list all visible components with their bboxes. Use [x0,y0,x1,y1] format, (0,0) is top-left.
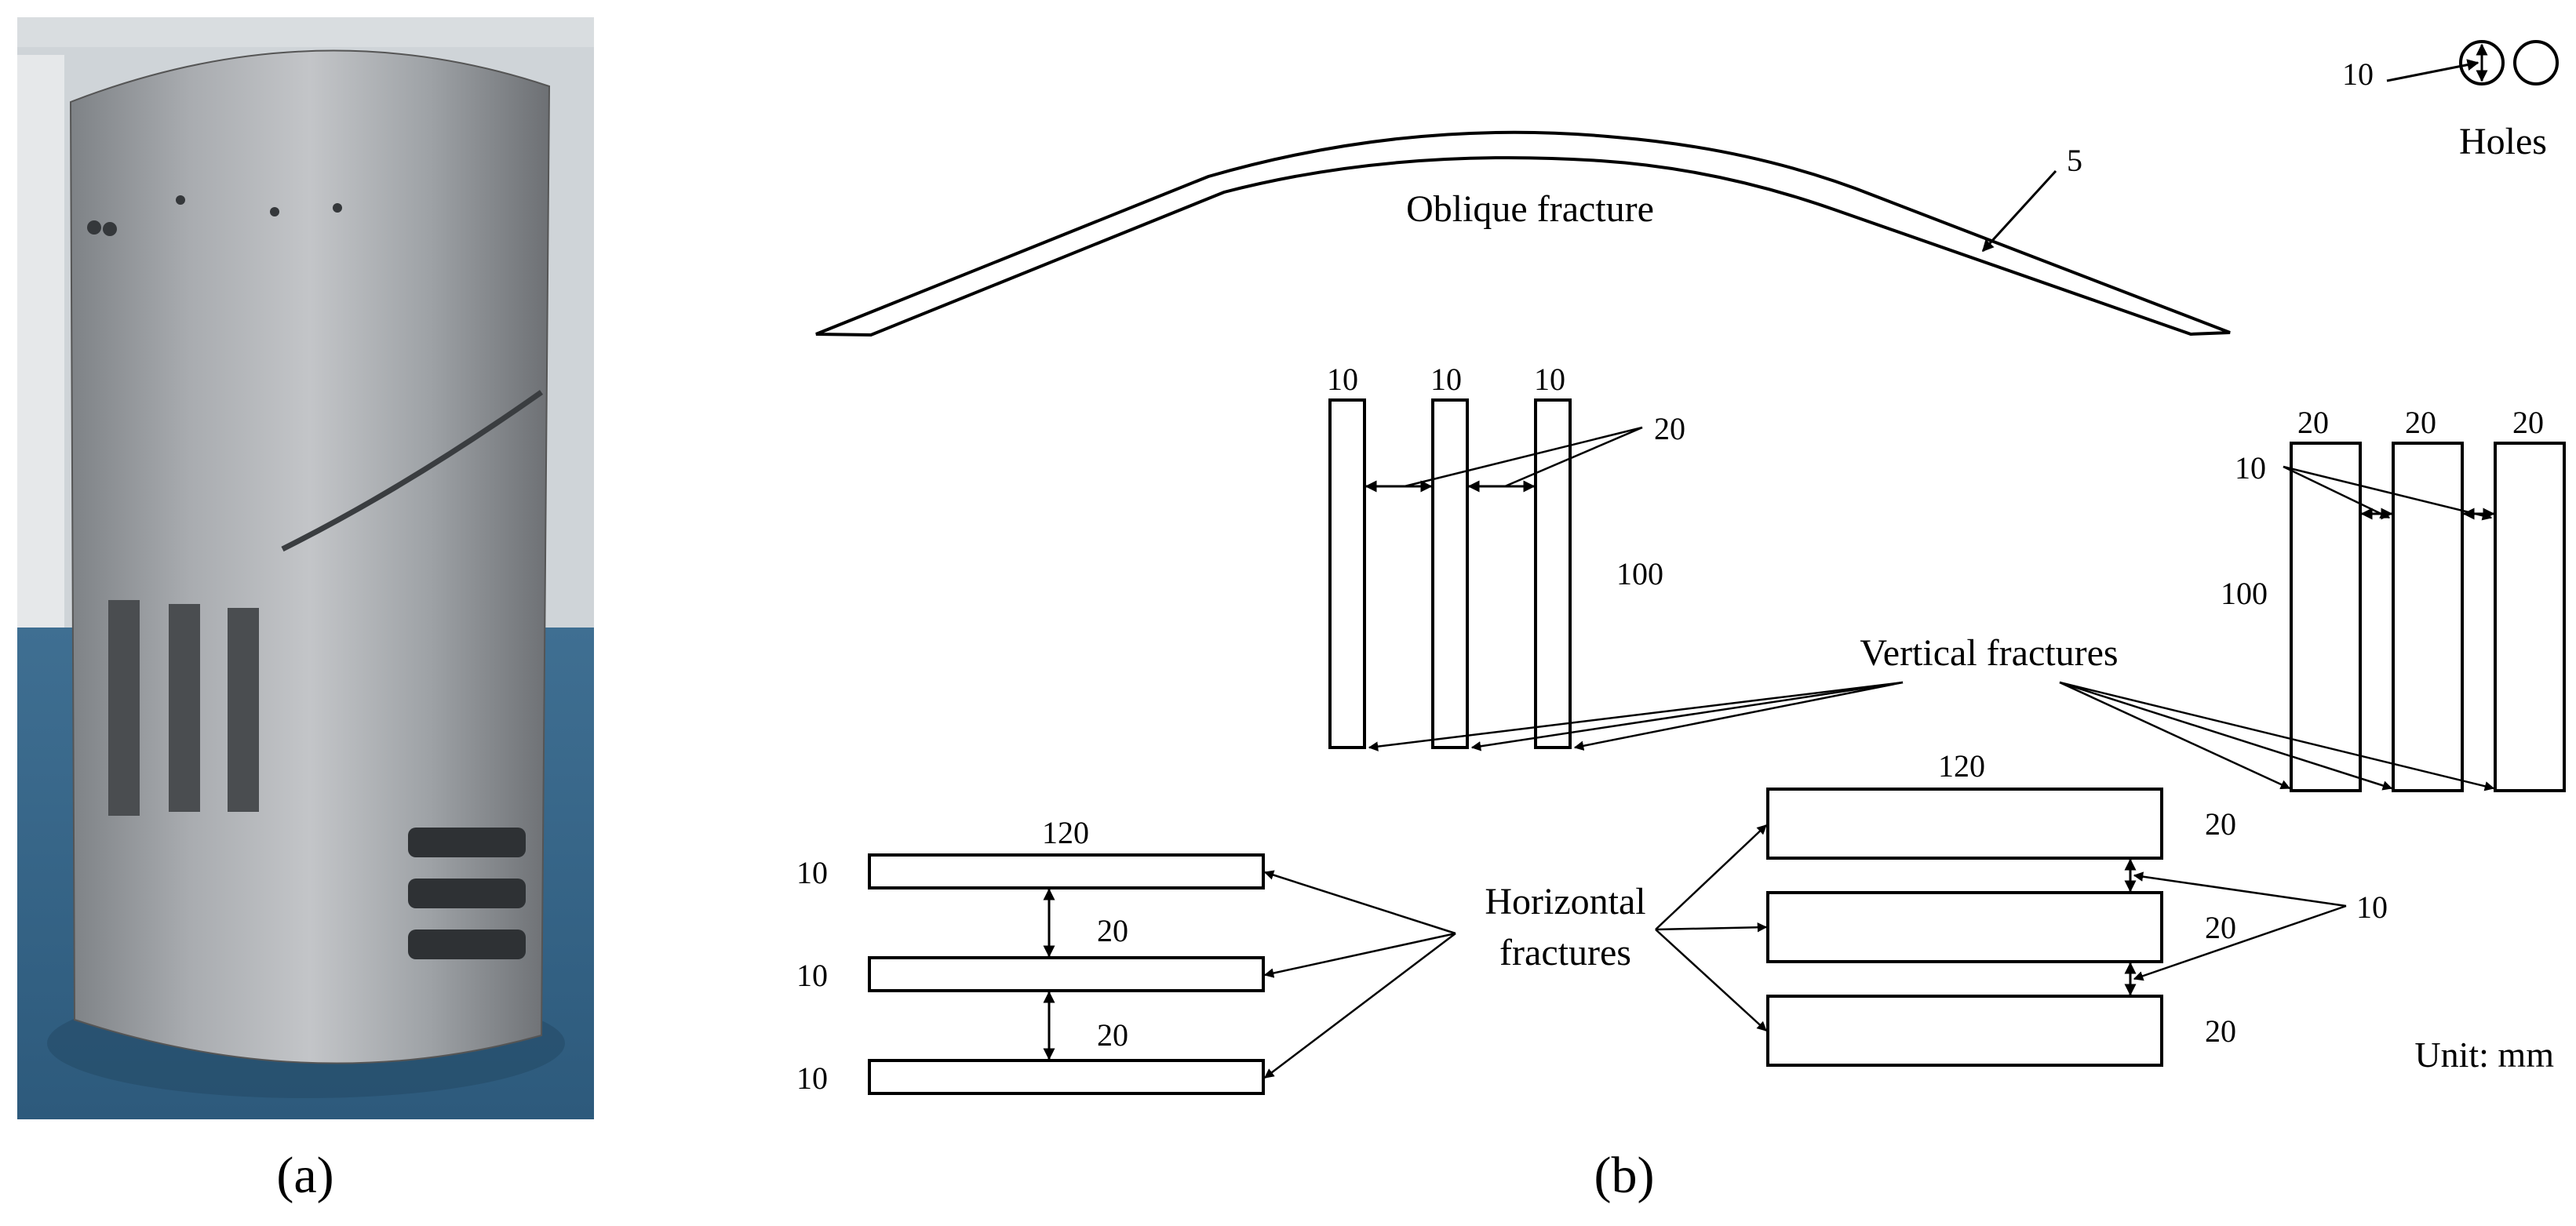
vertical-wide-spacing-leader-1 [2283,465,2391,519]
hole-2 [2513,40,2559,85]
horizontal-fractures-callout: Horizontal fractures [1263,824,1768,1079]
horizontal-wide-spacing-value: 10 [2356,889,2388,925]
oblique-fracture-diagram: Oblique fracture 5 [815,130,2231,337]
horizontal-fractures-set-1: 120 10 10 10 20 20 [796,815,1265,1096]
horizontal-length-value-2: 120 [1938,748,1985,784]
vertical-wide-slot-2 [2392,442,2464,792]
horizontal-spacing-1: 20 [1097,913,1128,948]
caption-b: (b) [1594,1147,1655,1204]
horizontal-wide-width-3: 20 [2205,1013,2236,1049]
horizontal-fractures-label-line-1: Horizontal [1485,881,1645,922]
horizontal-wide-width-2: 20 [2205,910,2236,945]
holes-diagram: 10 Holes [2342,40,2559,162]
vertical-fractures-callout: Vertical fractures [1368,632,2495,791]
caption-a: (a) [276,1147,333,1204]
horizontal-wide-slot-3 [1766,995,2163,1067]
vertical-wide-slot-1 [2290,442,2362,792]
vertical-width-3: 10 [1534,362,1565,397]
vertical-wide-width-1: 20 [2297,405,2329,440]
holes-label: Holes [2459,121,2547,162]
horizontal-slot-2 [868,956,1265,992]
horizontal-wide-width-1: 20 [2205,806,2236,842]
vertical-spacing-value: 20 [1654,411,1685,446]
vertical-wide-width-3: 20 [2512,405,2544,440]
vertical-spacing-leader-1 [1404,426,1643,488]
vertical-wide-slot-3 [2494,442,2566,792]
vertical-length-value-1: 100 [1616,556,1663,591]
horizontal-spacing-2: 20 [1097,1017,1128,1053]
hole-diameter-value: 10 [2342,56,2374,92]
oblique-fracture-label: Oblique fracture [1406,188,1654,230]
horizontal-fractures-label-line-2: fractures [1499,932,1631,973]
oblique-width-leader [1981,169,2057,253]
vertical-fractures-set-2: 20 20 20 10 100 [2221,405,2566,792]
hole-diameter-leader [2386,59,2479,82]
oblique-width-value: 5 [2067,143,2082,178]
horizontal-length-value-1: 120 [1042,815,1089,850]
horizontal-wide-spacing-leader-1 [2133,871,2347,908]
horizontal-wide-slot-2 [1766,891,2163,963]
vertical-slot-1 [1328,398,1366,749]
vertical-length-value-2: 100 [2221,576,2268,611]
specimen-photo [17,17,594,1119]
vertical-wide-spacing-leader-2 [2283,465,2493,521]
vertical-wide-width-2: 20 [2405,405,2436,440]
horizontal-width-1: 10 [796,855,828,890]
vertical-slot-2 [1431,398,1469,749]
vertical-wide-spacing-value: 10 [2235,450,2266,486]
vertical-fractures-label: Vertical fractures [1860,632,2118,674]
horizontal-slot-3 [868,1059,1265,1095]
oblique-fracture-shape [815,130,2231,337]
horizontal-fractures-set-2: 120 20 20 20 10 [1766,748,2388,1067]
vertical-fractures-set-1: 10 10 10 20 100 [1327,362,1685,749]
vertical-spacing-leader-2 [1504,426,1643,488]
horizontal-width-3: 10 [796,1060,828,1096]
unit-label: Unit: mm [2414,1035,2554,1075]
vertical-slot-3 [1534,398,1572,749]
horizontal-wide-spacing-leader-2 [2133,904,2347,981]
vertical-width-1: 10 [1327,362,1358,397]
horizontal-wide-slot-1 [1766,788,2163,860]
horizontal-width-2: 10 [796,958,828,993]
vertical-width-2: 10 [1430,362,1462,397]
horizontal-slot-1 [868,853,1265,889]
